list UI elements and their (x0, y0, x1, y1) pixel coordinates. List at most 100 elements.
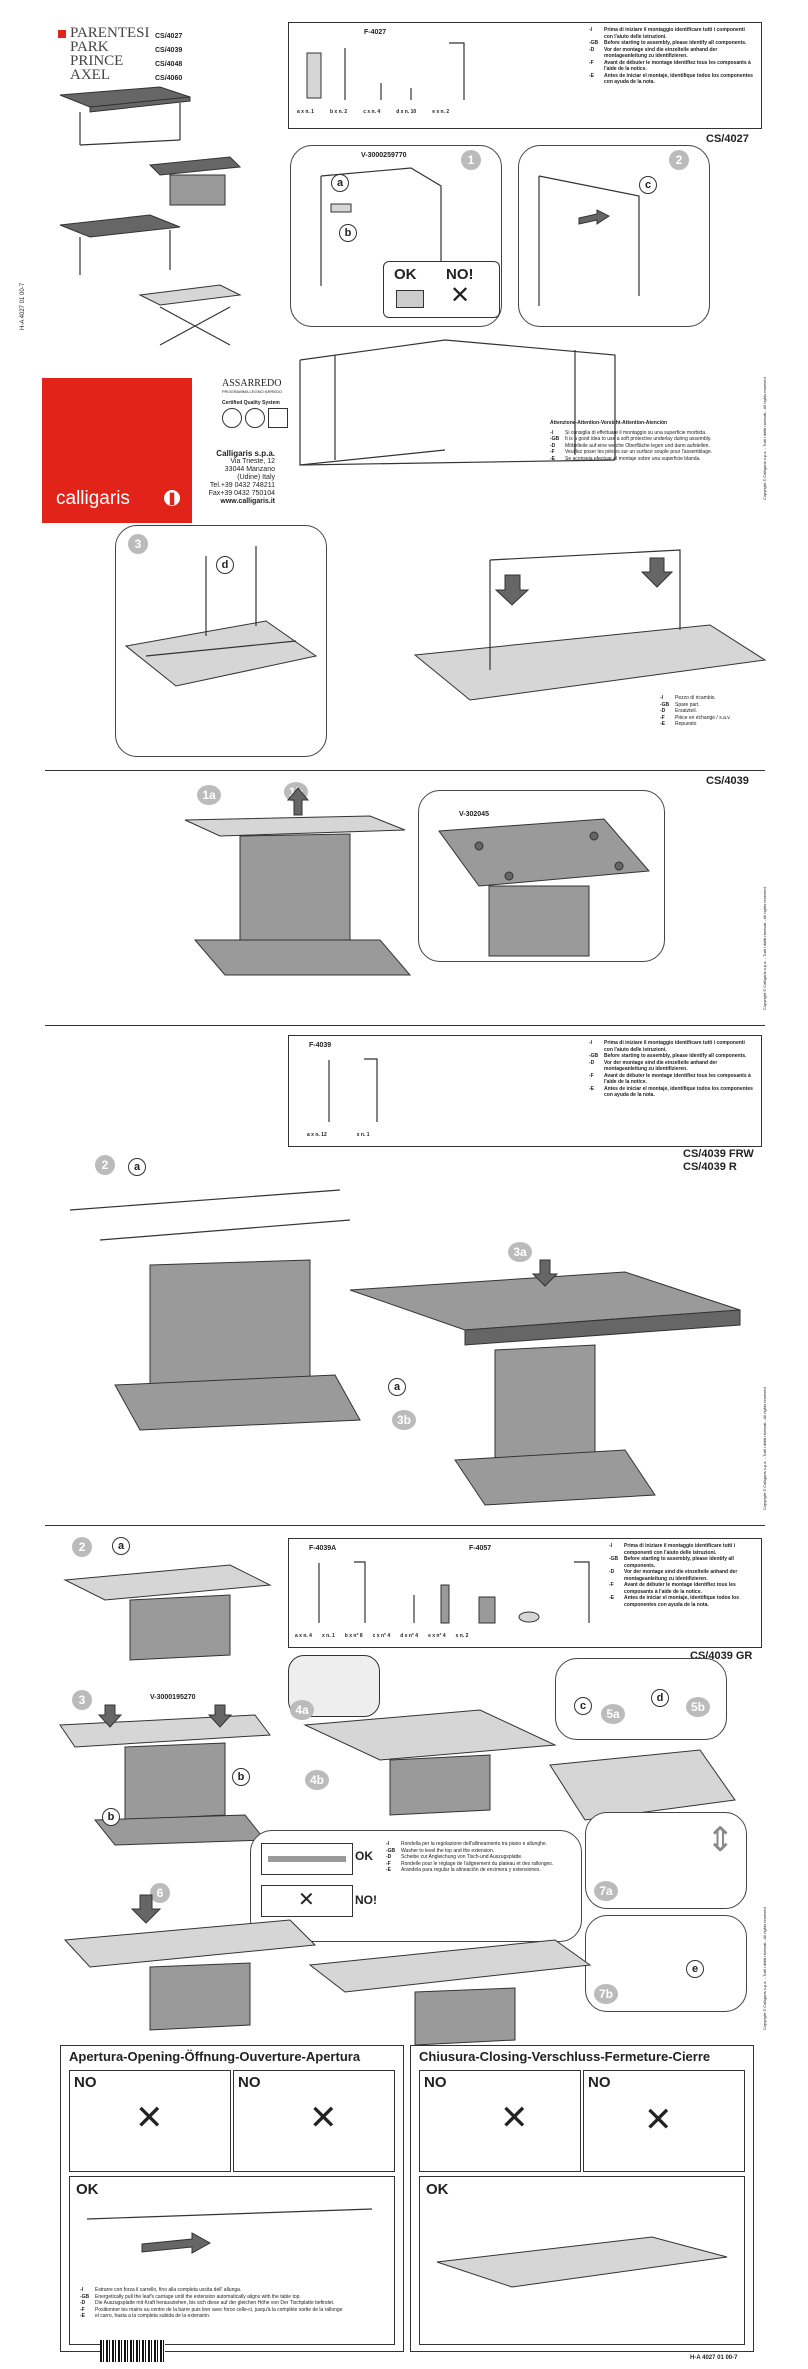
ok-block-image (396, 290, 424, 308)
copyright-vertical-4: Copyright © Calligaris s.p.a. - Tutti i … (762, 1907, 767, 2030)
model-name: PARENTESI (70, 25, 150, 41)
company-address: Calligaris s.p.a. Via Trieste, 12 33044 … (205, 450, 275, 506)
step-number-5b: 5b (686, 1697, 710, 1717)
no-cross-icon: ✕ (298, 1889, 315, 1911)
step3-screw-code: V-3000195270 (150, 1694, 196, 1701)
gr-runner-drawing (63, 1564, 272, 1661)
step-number-2: 2 (669, 150, 689, 170)
step1-screw-code: V-3000259770 (361, 152, 407, 159)
step-number-5a: 5a (601, 1704, 625, 1724)
logo-text: calligaris (56, 488, 130, 509)
step-number-3a: 3a (508, 1242, 532, 1262)
model-code: CS/4060 (155, 75, 183, 82)
model-code: CS/4048 (155, 61, 183, 68)
part-e: e x n. 2 (432, 109, 450, 115)
table-top-edge (464, 1309, 741, 1346)
warning-notes: Attenzione-Attention-Vorsicht-Attention-… (550, 420, 760, 462)
part-letter-a: a (128, 1158, 146, 1176)
runner-rail (69, 1189, 341, 1211)
cert-badge-icon (245, 408, 265, 428)
parts-drawing (306, 42, 465, 100)
model-name: PARK (70, 39, 109, 55)
part-b: b x n. 2 (329, 109, 348, 115)
pull-arrow-icon (141, 2232, 212, 2254)
step-number-1a: 1a (197, 785, 221, 805)
ok-no-box: OK NO! ✕ (383, 261, 500, 318)
address-line: 33044 Manzano (224, 466, 275, 473)
ok-bar (268, 1856, 346, 1862)
address-line: Tel.+39 0432 748211 (209, 482, 275, 489)
part-e: e x n° 4 (428, 1633, 446, 1639)
part-d: d x n. 10 (396, 109, 417, 115)
part-letter-a: a (388, 1378, 406, 1396)
gr-step6-drawing (63, 1894, 317, 2031)
part-d-shape (478, 1596, 496, 1624)
model-code: CS/4027 (155, 33, 183, 40)
part-c: c x n° 4 (372, 1633, 391, 1639)
address-line: Via Trieste, 12 (230, 458, 275, 465)
no-label: NO (588, 2074, 611, 2091)
step-number-7a: 7a (594, 1881, 618, 1901)
closing-title: Chiusura-Closing-Verschluss-Fermeture-Ci… (419, 2049, 711, 2064)
press-arrow-icon (97, 1704, 123, 1728)
opening-no-1: NO ✕ (69, 2070, 231, 2172)
cert-badges (222, 408, 288, 428)
hex-key-shape (354, 1561, 366, 1623)
table-park-image (148, 156, 242, 206)
no-label: NO (424, 2074, 447, 2091)
section-divider (45, 1025, 765, 1026)
no-label: NO! (355, 1893, 377, 1907)
opening-no-2: NO ✕ (233, 2070, 395, 2172)
cert-badge-icon (222, 408, 242, 428)
frw-top-drawing (349, 1259, 741, 1506)
parts-row: a x n. 1 b x n. 2 c x n. 4 d x n. 10 e x… (297, 109, 449, 116)
address-line: (Udine) Italy (237, 474, 275, 481)
lift-arrow-icon (286, 787, 310, 816)
part-e-shape (518, 1611, 540, 1623)
gr-step4-drawing (303, 1709, 557, 1816)
no-label: NO! (446, 266, 474, 283)
part-letter-b: b (102, 1808, 120, 1826)
step-number-4a: 4a (290, 1700, 314, 1720)
part-letter-e: e (686, 1960, 704, 1978)
brand-red-mark (58, 30, 66, 38)
company-name: Calligaris s.p.a. (216, 449, 275, 458)
parts-drawing (328, 1058, 378, 1122)
no-detail: ✕ (261, 1885, 353, 1917)
step7b-bubble: 7b e (585, 1915, 747, 2012)
part-letter-a: a (112, 1537, 130, 1555)
part-letter-a: a (331, 174, 349, 192)
footer-document-code: H-A 4027 01 00-7 (690, 2355, 738, 2361)
runner-rail (99, 1219, 351, 1241)
side-document-code: H-A 4027 01 00-7 (20, 282, 26, 330)
step-number-3b: 3b (392, 1410, 416, 1430)
website-link: www.calligaris.it (220, 498, 275, 505)
table-prince-image (59, 214, 181, 275)
step5-bubble: c 5a d 5b (555, 1658, 727, 1740)
cert-badge-icon (268, 408, 288, 428)
part-a: a x n. 12 (307, 1132, 327, 1138)
step-number-3: 3 (72, 1690, 92, 1710)
press-arrow-icon (207, 1704, 233, 1728)
step3-detail-drawing (124, 546, 318, 687)
step-number-7b: 7b (594, 1984, 618, 2004)
model-code: CS/4039 (155, 47, 183, 54)
part-e-shape (449, 42, 465, 100)
part-a: a x n. 4 (295, 1633, 312, 1639)
parts-box-4027: F-4027 a x n. 1 b x n. 2 c x n. 4 d x n.… (288, 22, 762, 129)
table-parentesi-image (59, 86, 191, 146)
frame-assembly-drawing (299, 339, 616, 466)
copyright-vertical-3: Copyright © Calligaris s.p.a. - Tutti i … (762, 1387, 767, 1510)
no-cross-icon: ✕ (450, 282, 471, 309)
floor-plate (114, 1374, 361, 1431)
cert-title: Certified Quality System (222, 400, 280, 406)
part-letter-d: d (216, 556, 234, 574)
frame-join-drawing (538, 175, 640, 306)
part-letter-b: b (339, 224, 357, 242)
hex-key-shape (364, 1058, 378, 1122)
column-base (149, 1259, 311, 1386)
